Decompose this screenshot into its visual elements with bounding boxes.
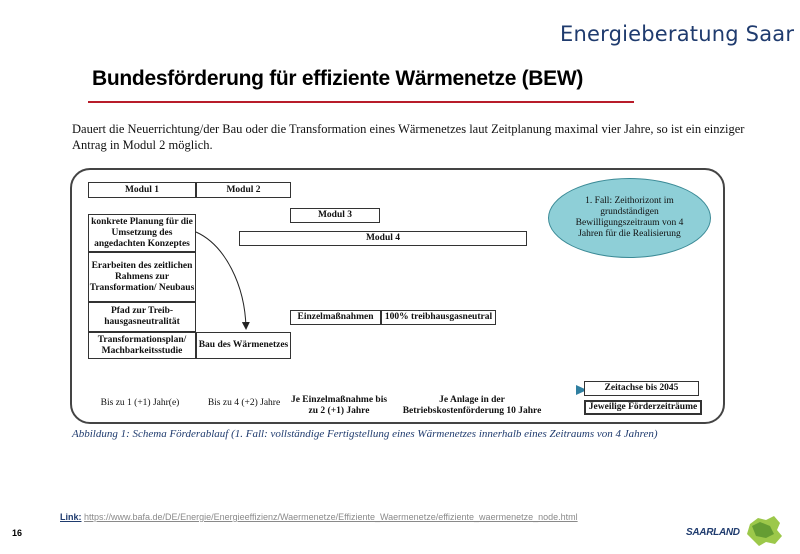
modul4-box: Modul 4 bbox=[239, 231, 527, 246]
case-ellipse: 1. Fall: Zeithorizont im grundständigen … bbox=[548, 178, 711, 258]
step-zeitlicher-rahmen: Erarbeiten des zeitlichen Rahmens zur Tr… bbox=[88, 252, 196, 302]
bau-waermenetz-box: Bau des Wärmenetzes bbox=[196, 332, 291, 359]
brand-logo-text: Energieberatung Saar bbox=[560, 22, 795, 46]
step-pfad-treibhausgasneutralitaet: Pfad zur Treib-hausgasneutralität bbox=[88, 302, 196, 332]
step-konkrete-planung: konkrete Planung für die Umsetzung des a… bbox=[88, 214, 196, 252]
timeline-label-2: Bis zu 4 (+2) Jahre bbox=[207, 398, 281, 408]
treibhausgasneutral-box: 100% treibhausgasneutral bbox=[381, 310, 496, 325]
figure-caption: Abbildung 1: Schema Förderablauf (1. Fal… bbox=[72, 428, 658, 440]
diagram-frame bbox=[70, 168, 725, 424]
intro-text: Dauert die Neuerrichtung/der Bau oder di… bbox=[72, 122, 745, 152]
zeitachse-box: Zeitachse bis 2045 bbox=[584, 381, 699, 396]
title-divider bbox=[88, 101, 634, 103]
timeline-label-1: Bis zu 1 (+1) Jahr(e) bbox=[100, 398, 180, 408]
timeline-label-4: Je Anlage in der Betriebskostenförderung… bbox=[402, 395, 542, 416]
planning-to-build-arrow bbox=[195, 231, 250, 330]
source-link[interactable]: Link: https://www.bafa.de/DE/Energie/Ene… bbox=[60, 512, 578, 522]
timeline-label-3: Je Einzelmaßnahme bis zu 2 (+1) Jahre bbox=[290, 395, 388, 416]
link-label: Link: bbox=[60, 512, 82, 522]
link-url[interactable]: https://www.bafa.de/DE/Energie/Energieef… bbox=[84, 512, 578, 522]
page-number: 16 bbox=[12, 528, 23, 538]
modul1-box: Modul 1 bbox=[88, 182, 196, 198]
modul2-box: Modul 2 bbox=[196, 182, 291, 198]
saarland-logo-text: SAARLAND bbox=[686, 527, 740, 538]
modul3-box: Modul 3 bbox=[290, 208, 380, 223]
foerderzeitraeume-box: Jeweilige Förderzeiträume bbox=[584, 400, 702, 415]
saarland-map-icon bbox=[747, 516, 782, 546]
page-title: Bundesförderung für effiziente Wärmenetz… bbox=[92, 67, 584, 90]
einzelmassnahmen-box: Einzelmaßnahmen bbox=[290, 310, 381, 325]
step-transformationsplan: Transformationsplan/ Machbarkeitsstudie bbox=[88, 332, 196, 359]
timeline-arrowhead bbox=[576, 385, 587, 395]
